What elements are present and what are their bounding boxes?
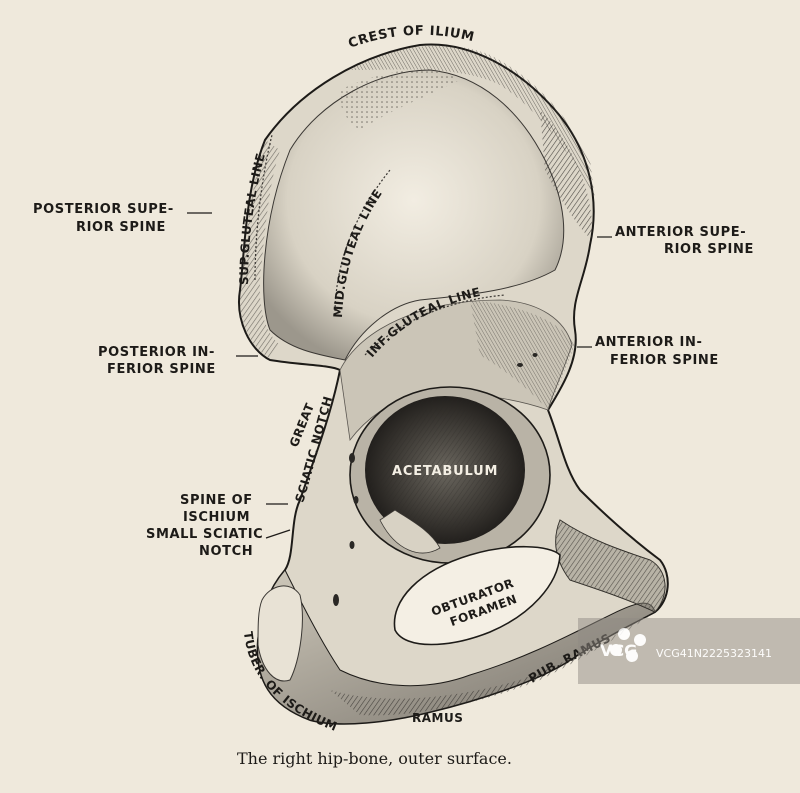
hip-bone-shape	[238, 43, 669, 725]
svg-text:FERIOR SPINE: FERIOR SPINE	[610, 353, 719, 368]
svg-text:RIOR SPINE: RIOR SPINE	[76, 220, 166, 235]
svg-text:POSTERIOR IN-: POSTERIOR IN-	[98, 345, 215, 360]
ramus-label: RAMUS	[412, 711, 463, 725]
stock-watermark: VCG VCG41N2225323141	[578, 618, 800, 684]
posterior-inferior-spine-callout: POSTERIOR IN- FERIOR SPINE	[98, 345, 258, 377]
svg-text:RIOR SPINE: RIOR SPINE	[664, 242, 754, 257]
svg-text:SMALL SCIATIC: SMALL SCIATIC	[146, 527, 263, 542]
watermark-brand: VCG	[600, 641, 637, 660]
svg-text:FERIOR SPINE: FERIOR SPINE	[107, 362, 216, 377]
acetabulum-label: ACETABULUM	[392, 464, 498, 479]
watermark-id: VCG41N2225323141	[656, 647, 772, 660]
spine-of-ischium-callout: SPINE OF ISCHIUM	[180, 493, 288, 525]
svg-text:ANTERIOR IN-: ANTERIOR IN-	[595, 335, 702, 350]
figure-caption: The right hip-bone, outer surface.	[237, 749, 512, 768]
svg-text:ISCHIUM: ISCHIUM	[183, 510, 250, 525]
small-sciatic-notch-callout: SMALL SCIATIC NOTCH	[146, 527, 291, 559]
anterior-inferior-spine-callout: ANTERIOR IN- FERIOR SPINE	[577, 335, 719, 368]
posterior-superior-spine-callout: POSTERIOR SUPE- RIOR SPINE	[33, 202, 212, 235]
anterior-superior-spine-callout: ANTERIOR SUPE- RIOR SPINE	[597, 225, 754, 257]
vcg-logo-icon	[610, 628, 646, 662]
svg-text:ANTERIOR SUPE-: ANTERIOR SUPE-	[615, 225, 746, 240]
svg-text:NOTCH: NOTCH	[199, 544, 253, 559]
svg-text:SPINE OF: SPINE OF	[180, 493, 253, 508]
svg-text:POSTERIOR SUPE-: POSTERIOR SUPE-	[33, 202, 174, 217]
